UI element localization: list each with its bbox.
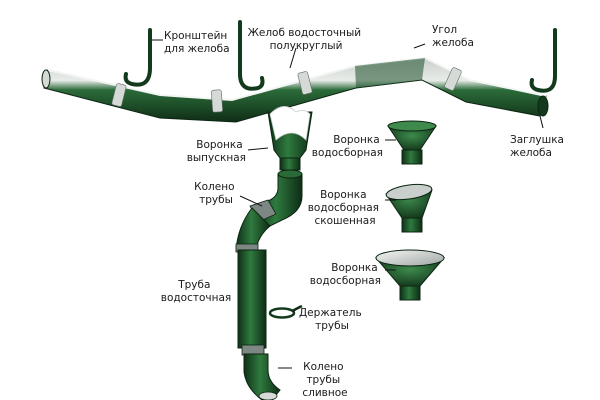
gutter-corner-piece	[355, 58, 425, 88]
collector-funnel	[387, 120, 437, 165]
label-holder: Держатель трубы	[299, 307, 365, 332]
label-collector-funnel-beveled: Воронка водосборная скошенная	[308, 189, 383, 227]
gutter-bracket-1	[123, 28, 152, 87]
label-downpipe: Труба водосточная	[161, 279, 231, 304]
pipe-holder	[268, 304, 303, 319]
downpipe	[237, 249, 267, 356]
label-elbow: Колено трубы	[194, 181, 238, 206]
label-cap: Заглушка желоба	[510, 134, 567, 159]
label-collector-funnel-wide: Воронка водосборная	[310, 262, 381, 287]
label-outlet-funnel: Воронка выпускная	[187, 139, 246, 164]
gutter-bracket-2	[238, 20, 265, 91]
label-corner: Угол желоба	[432, 24, 474, 49]
drain-elbow	[243, 353, 281, 400]
collector-funnel-beveled	[385, 183, 433, 233]
label-gutter: Желоб водосточный полукруглый	[248, 27, 365, 52]
callout-arrows	[152, 39, 544, 369]
outlet-funnel	[267, 106, 313, 171]
label-collector-funnel: Воронка водосборная	[312, 134, 383, 159]
label-bracket: Кронштейн для желоба	[164, 30, 231, 55]
collector-funnel-wide	[374, 249, 446, 301]
gutter-bracket-3	[529, 28, 557, 93]
label-drain-elbow: Колено трубы сливное	[302, 361, 347, 399]
